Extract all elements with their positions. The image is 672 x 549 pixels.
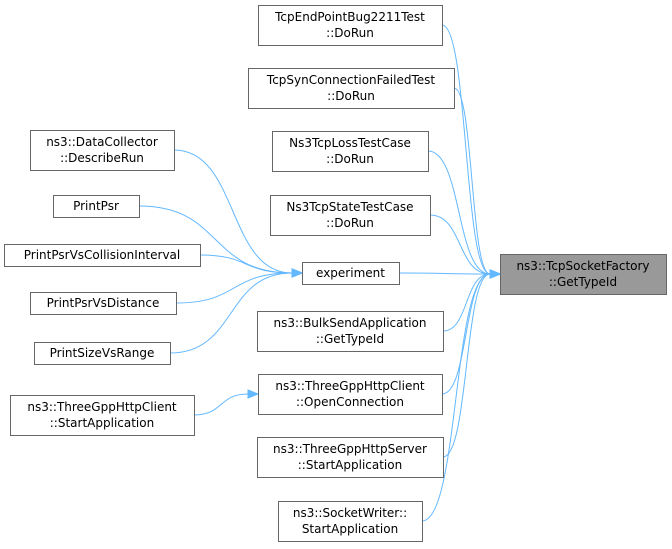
- node-label: ::StartApplication: [50, 416, 154, 430]
- edge-n_httpclient-to-root: [441, 273, 491, 395]
- node-label: ::DoRun: [326, 26, 374, 40]
- node-label: experiment: [316, 266, 385, 280]
- node-box: [278, 501, 423, 542]
- node-box: [258, 374, 443, 415]
- node-label: StartApplication: [302, 522, 398, 536]
- node-box: [53, 195, 140, 218]
- node-label: ::OpenConnection: [296, 395, 404, 409]
- node-label: TcpEndPointBug2211Test: [274, 10, 425, 24]
- node-label: ns3::SocketWriter::: [293, 506, 407, 520]
- node-box: [272, 131, 429, 172]
- edge-n_datacollector-to-n_experiment: [173, 149, 293, 274]
- graph-node[interactable]: Ns3TcpLossTestCase::DoRun: [272, 131, 429, 172]
- edge-n_httpserver-to-root: [442, 273, 491, 458]
- node-box: [270, 195, 431, 236]
- node-label: ns3::DataCollector: [46, 135, 158, 149]
- node-label: ::DoRun: [326, 216, 374, 230]
- graph-node[interactable]: PrintPsr: [53, 195, 140, 218]
- arrowhead-n_socketwriter-to-root: [489, 269, 502, 279]
- graph-node[interactable]: ns3::ThreeGppHttpClient::StartApplicatio…: [10, 395, 195, 436]
- node-box: [500, 254, 667, 295]
- graph-node[interactable]: TcpSynConnectionFailedTest::DoRun: [248, 68, 455, 109]
- node-label: ::DoRun: [326, 152, 374, 166]
- node-box: [30, 292, 177, 315]
- node-box: [30, 130, 175, 171]
- node-label: ns3::ThreeGppHttpClient: [275, 379, 425, 393]
- graph-node[interactable]: ns3::ThreeGppHttpServer::StartApplicatio…: [257, 437, 444, 478]
- node-label: ns3::TcpSocketFactory: [516, 259, 649, 273]
- edge-n_clientstart-to-n_httpclient: [193, 393, 249, 416]
- graph-node[interactable]: ns3::BulkSendApplication::GetTypeId: [257, 311, 444, 352]
- node-label: PrintPsrVsCollisionInterval: [24, 248, 181, 262]
- arrowhead-n_clientstart-to-n_httpclient: [247, 389, 260, 399]
- edge-n_printdist-to-n_experiment: [175, 272, 293, 304]
- edge-n_experiment-to-root: [398, 272, 491, 275]
- node-label: PrintPsrVsDistance: [47, 296, 160, 310]
- node-label: PrintPsr: [73, 199, 119, 213]
- graph-node-root[interactable]: ns3::TcpSocketFactory::GetTypeId: [500, 254, 667, 295]
- arrowhead-n_printsize-to-n_experiment: [291, 268, 304, 278]
- graph-node[interactable]: experiment: [302, 262, 400, 285]
- edge-n_state-to-root: [429, 214, 491, 275]
- graph-node[interactable]: Ns3TcpStateTestCase::DoRun: [270, 195, 431, 236]
- edges-layer: [138, 24, 502, 522]
- node-label: ::DoRun: [327, 89, 375, 103]
- node-label: ::StartApplication: [298, 458, 402, 472]
- graph-node[interactable]: ns3::SocketWriter::StartApplication: [278, 501, 423, 542]
- nodes-layer: ns3::TcpSocketFactory::GetTypeId TcpEndPo…: [4, 5, 667, 542]
- graph-node[interactable]: PrintSizeVsRange: [34, 342, 171, 365]
- edge-n_endpoint-to-root: [441, 24, 491, 275]
- node-label: ns3::BulkSendApplication: [274, 316, 427, 330]
- node-label: ns3::ThreeGppHttpServer: [273, 442, 427, 456]
- edge-n_socketwriter-to-root: [421, 273, 491, 522]
- edge-n_printcoll-to-n_experiment: [199, 254, 293, 274]
- node-label: ::GetTypeId: [316, 332, 384, 346]
- edge-n_synfail-to-root: [453, 87, 491, 275]
- node-label: TcpSynConnectionFailedTest: [266, 73, 435, 87]
- node-box: [257, 437, 444, 478]
- edge-n_printsize-to-n_experiment: [169, 272, 293, 354]
- node-box: [248, 68, 455, 109]
- node-box: [302, 262, 400, 285]
- graph-node[interactable]: ns3::ThreeGppHttpClient::OpenConnection: [258, 374, 443, 415]
- node-label: ::GetTypeId: [549, 275, 617, 289]
- node-label: Ns3TcpLossTestCase: [289, 136, 411, 150]
- graph-node[interactable]: ns3::DataCollector::DescribeRun: [30, 130, 175, 171]
- node-box: [34, 342, 171, 365]
- graph-node[interactable]: PrintPsrVsCollisionInterval: [4, 244, 201, 267]
- node-box: [4, 244, 201, 267]
- node-label: Ns3TcpStateTestCase: [286, 200, 413, 214]
- node-label: PrintSizeVsRange: [50, 346, 155, 360]
- node-box: [257, 311, 444, 352]
- node-box: [10, 395, 195, 436]
- node-label: ns3::ThreeGppHttpClient: [27, 400, 177, 414]
- node-label: ::DescribeRun: [60, 151, 144, 165]
- edge-n_bulk-to-root: [442, 273, 491, 332]
- edge-n_loss-to-root: [427, 150, 491, 275]
- graph-node[interactable]: TcpEndPointBug2211Test::DoRun: [258, 5, 443, 46]
- graph-node[interactable]: PrintPsrVsDistance: [30, 292, 177, 315]
- node-box: [258, 5, 443, 46]
